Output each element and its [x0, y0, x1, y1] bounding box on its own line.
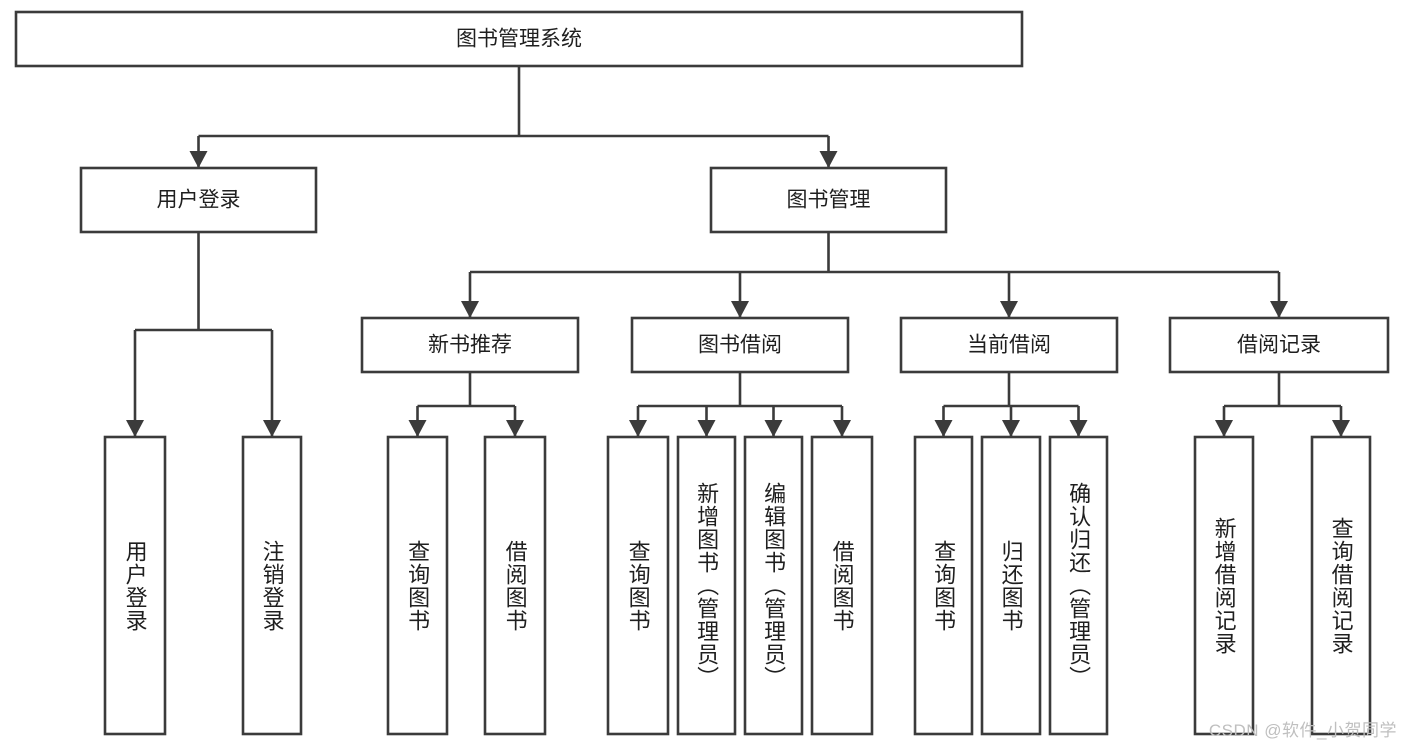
node-q-book-2[interactable]	[606, 435, 670, 736]
node-edit-book[interactable]	[743, 435, 804, 736]
watermark-text: CSDN @软件_小贺同学	[1208, 721, 1397, 740]
label-user-login: 用户登录	[157, 189, 241, 212]
node-return-book[interactable]	[980, 435, 1042, 736]
arrow-head-icon	[934, 420, 953, 437]
node-new-book-rec[interactable]	[360, 316, 580, 374]
node-user-logout[interactable]	[241, 435, 303, 736]
arrow-head-icon	[731, 301, 749, 318]
arrow-head-icon	[1002, 420, 1020, 437]
node-current-borrow[interactable]	[899, 316, 1119, 374]
arrow-head-icon	[1215, 420, 1233, 437]
arrow-head-icon	[126, 420, 144, 437]
label-book-borrow: 图书借阅	[698, 334, 782, 357]
node-b-book-1[interactable]	[483, 435, 547, 736]
node-query-record[interactable]	[1310, 435, 1372, 736]
node-user-login-do[interactable]	[103, 435, 167, 736]
arrow-head-icon	[764, 420, 783, 437]
node-book-manage[interactable]	[709, 166, 948, 234]
arrow-head-icon	[819, 151, 838, 168]
node-b-book-2[interactable]	[810, 435, 874, 736]
arrow-head-icon	[506, 420, 524, 437]
label-current-borrow: 当前借阅	[967, 334, 1051, 357]
node-add-record[interactable]	[1193, 435, 1255, 736]
label-root: 图书管理系统	[456, 28, 582, 51]
arrow-head-icon	[263, 420, 281, 437]
node-q-book-1[interactable]	[386, 435, 449, 736]
node-q-book-3[interactable]	[913, 435, 974, 736]
arrow-head-icon	[189, 151, 208, 168]
label-book-manage: 图书管理	[787, 189, 871, 212]
arrow-head-icon	[1069, 420, 1088, 437]
node-add-book[interactable]	[676, 435, 737, 736]
arrow-head-icon	[1332, 420, 1350, 437]
arrow-head-icon	[408, 420, 427, 437]
node-confirm-return[interactable]	[1048, 435, 1109, 736]
arrow-head-icon	[1000, 301, 1018, 318]
label-borrow-record: 借阅记录	[1237, 334, 1321, 357]
arrow-head-icon	[1270, 301, 1288, 318]
arrow-head-icon	[833, 420, 851, 437]
node-book-borrow[interactable]	[630, 316, 850, 374]
arrow-head-icon	[697, 420, 716, 437]
arrow-head-icon	[461, 301, 479, 318]
arrow-head-icon	[629, 420, 647, 437]
node-borrow-record[interactable]	[1168, 316, 1390, 374]
connector-layer	[126, 66, 1350, 437]
label-new-book-rec: 新书推荐	[428, 334, 512, 357]
node-root[interactable]	[14, 10, 1024, 68]
node-user-login[interactable]	[79, 166, 318, 234]
